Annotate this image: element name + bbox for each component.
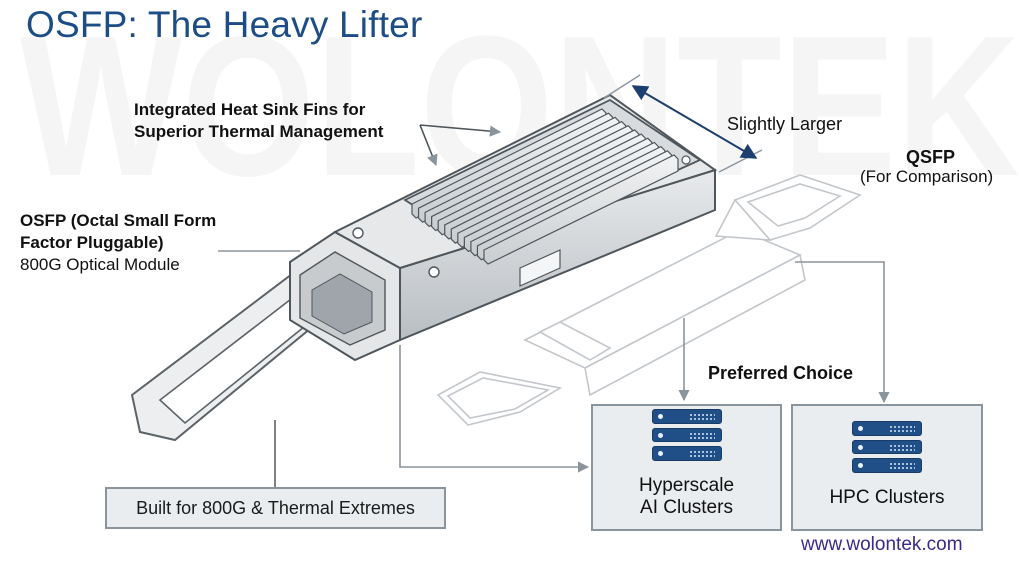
osfp-label-line2: Factor Pluggable) (20, 233, 164, 252)
heat-sink-label-line2: Superior Thermal Management (134, 122, 384, 141)
server-rack-icon (651, 409, 722, 462)
built-for-box: Built for 800G & Thermal Extremes (105, 487, 446, 529)
qsfp-title: QSFP (906, 147, 956, 167)
osfp-label-line1: OSFP (Octal Small Form (20, 211, 217, 230)
heat-sink-label-line1: Integrated Heat Sink Fins for (134, 100, 366, 119)
website-url[interactable]: www.wolontek.com (801, 534, 963, 555)
osfp-label: OSFP (Octal Small Form Factor Pluggable)… (20, 210, 216, 276)
page-title: OSFP: The Heavy Lifter (26, 4, 423, 45)
qsfp-module-outline (436, 174, 862, 426)
hpc-label: HPC Clusters (829, 487, 945, 508)
hyperscale-line2: AI Clusters (640, 497, 733, 518)
hyperscale-line1: Hyperscale (638, 475, 735, 496)
hpc-clusters-box: HPC Clusters (791, 404, 983, 531)
server-rack-icon (852, 421, 922, 474)
heat-sink-label: Integrated Heat Sink Fins for Superior T… (134, 99, 383, 143)
slightly-larger-label: Slightly Larger (727, 114, 843, 134)
preferred-choice-label: Preferred Choice (708, 363, 854, 383)
osfp-module (130, 93, 718, 442)
hyperscale-ai-box: Hyperscale AI Clusters (591, 404, 782, 531)
osfp-label-line3: 800G Optical Module (20, 255, 180, 274)
qsfp-subtitle: (For Comparison) (860, 167, 994, 186)
